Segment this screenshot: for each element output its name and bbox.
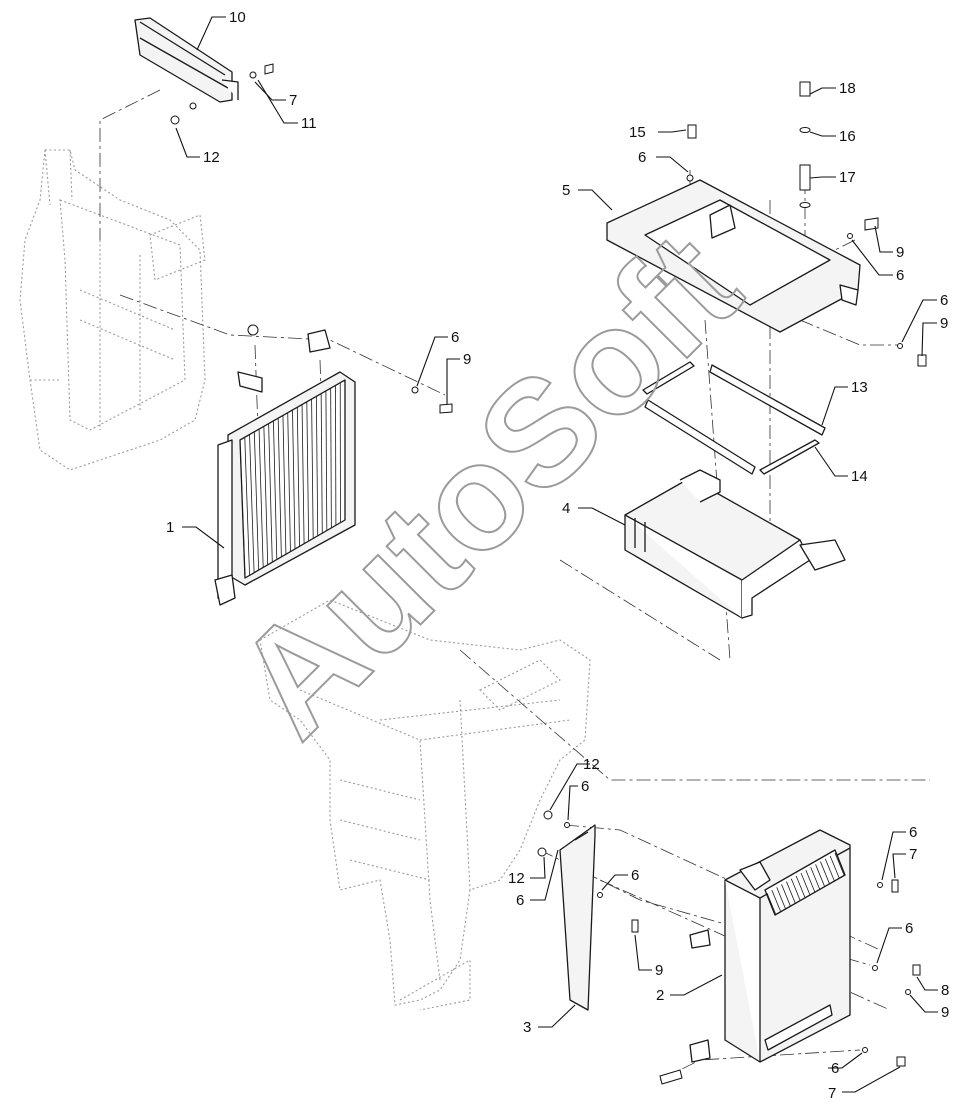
callout-9: 9 — [941, 1004, 949, 1021]
radiator-grille-bar — [800, 872, 811, 896]
cooler-fin — [282, 415, 287, 555]
radiator-grille-bar — [810, 867, 821, 890]
callout-15: 15 — [629, 124, 646, 141]
cooler-fin — [292, 409, 296, 550]
cooler-fin — [273, 420, 278, 560]
cooler-fin — [325, 390, 328, 531]
callout-12: 12 — [508, 870, 525, 887]
cooler-fin — [268, 423, 273, 563]
deflector-screws — [170, 63, 274, 125]
cooler-fins — [239, 380, 346, 579]
radiator-grille-bar — [795, 875, 806, 899]
cooler-fin — [253, 431, 260, 571]
callout-6: 6 — [451, 329, 459, 346]
cooler-fin — [301, 404, 305, 544]
leader-lines — [175, 16, 938, 1093]
callout-6: 6 — [516, 892, 524, 909]
callout-13: 13 — [851, 379, 868, 396]
cooler-fin — [315, 396, 319, 536]
callout-12: 12 — [203, 149, 220, 166]
seal-strips-part — [642, 361, 826, 475]
cooler-fin — [330, 388, 332, 528]
cooler-fin — [311, 399, 314, 539]
cooler-fin — [249, 434, 255, 573]
radiator-part — [659, 829, 921, 1085]
radiator-grille-bar — [781, 884, 791, 907]
callout-6: 6 — [638, 149, 646, 166]
radiator-grille-bar — [776, 887, 787, 910]
callout-9: 9 — [896, 244, 904, 261]
callout-labels: 10 7 11 12 18 15 16 6 17 5 9 6 6 9 6 9 1… — [166, 9, 949, 1102]
callout-16: 16 — [839, 128, 856, 145]
cooler-fin — [263, 426, 269, 565]
callout-1: 1 — [166, 519, 174, 536]
callout-3: 3 — [523, 1019, 531, 1036]
radiator-grille-bar — [824, 858, 835, 881]
callout-14: 14 — [851, 468, 868, 485]
upper-frame-ghost — [19, 149, 206, 471]
cooler-fin — [320, 393, 323, 534]
callout-6: 6 — [581, 778, 589, 795]
cooler-fin — [239, 439, 246, 579]
radiator-grille-bar — [829, 855, 840, 879]
callout-8: 8 — [941, 982, 949, 999]
cooler-fin — [306, 401, 310, 542]
callout-6: 6 — [905, 920, 913, 937]
callout-17: 17 — [839, 169, 856, 186]
cooler-fin — [296, 407, 300, 547]
callout-10: 10 — [229, 9, 246, 26]
callout-4: 4 — [562, 500, 570, 517]
radiator-grille — [766, 852, 845, 916]
oil-cooler-part — [214, 324, 453, 606]
callout-18: 18 — [839, 80, 856, 97]
callout-6: 6 — [896, 267, 904, 284]
callout-7: 7 — [909, 846, 917, 863]
callout-7: 7 — [289, 92, 297, 109]
cooler-fin — [287, 412, 291, 552]
callout-9: 9 — [463, 351, 471, 368]
callout-6: 6 — [909, 824, 917, 841]
cooler-fin — [277, 418, 282, 557]
callout-6: 6 — [940, 292, 948, 309]
radiator-grille-bar — [805, 869, 816, 893]
radiator-grille-bar — [834, 852, 845, 876]
cooler-fin — [244, 437, 250, 576]
callout-6: 6 — [831, 1060, 839, 1077]
radiator-grille-bar — [790, 878, 801, 901]
callout-6: 6 — [631, 867, 639, 884]
radiator-grille-bar — [815, 864, 825, 887]
callout-9: 9 — [655, 962, 663, 979]
side-baffle-part — [537, 810, 639, 1011]
callout-7: 7 — [828, 1085, 836, 1102]
callout-2: 2 — [656, 987, 664, 1004]
radiator-grille-bar — [820, 861, 830, 884]
callout-12: 12 — [583, 756, 600, 773]
cooler-fin — [258, 429, 264, 568]
radiator-grille-bar — [771, 889, 782, 913]
radiator-grille-bar — [766, 892, 777, 916]
callout-11: 11 — [301, 115, 317, 132]
callout-5: 5 — [562, 182, 570, 199]
top-bracket-plate-part — [606, 81, 927, 367]
radiator-grille-bar — [786, 881, 796, 904]
deflector-plate-part — [134, 17, 239, 103]
callout-9: 9 — [940, 315, 948, 332]
intercooler-part — [624, 469, 846, 619]
